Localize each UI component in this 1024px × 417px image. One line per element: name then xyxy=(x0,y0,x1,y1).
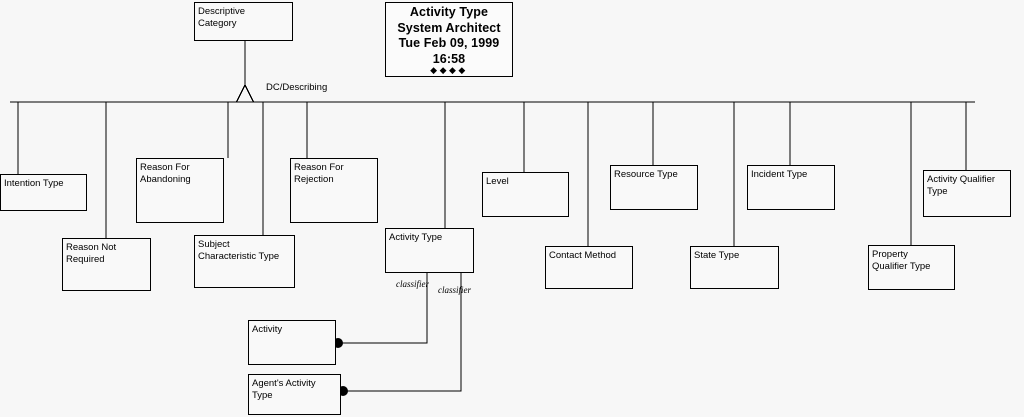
tool-name: System Architect xyxy=(397,20,501,35)
role-label-classifier-agents-activity-type: classifier xyxy=(438,285,471,295)
entity-agents-activity-type[interactable]: Agent's Activity Type xyxy=(248,374,341,415)
diamond-markers: ◆◆◆◆ xyxy=(430,65,468,75)
generalization-label: DC/Describing xyxy=(266,82,328,93)
entity-resource-type[interactable]: Resource Type xyxy=(610,165,698,210)
diagram-time: 16:58 xyxy=(432,51,466,66)
entity-activity-type[interactable]: Activity Type xyxy=(385,228,474,273)
entity-intention-type[interactable]: Intention Type xyxy=(0,174,87,211)
generalization-triangle xyxy=(235,83,255,103)
entity-reason-for-rejection[interactable]: Reason For Rejection xyxy=(290,158,378,223)
entity-activity-qualifier-type[interactable]: Activity Qualifier Type xyxy=(923,170,1011,217)
entity-property-qualifier-type[interactable]: Property Qualifier Type xyxy=(868,245,955,290)
diagram-name: Activity Type xyxy=(409,5,489,19)
entity-activity[interactable]: Activity xyxy=(248,320,336,365)
entity-contact-method[interactable]: Contact Method xyxy=(545,246,633,289)
edge-activity-type-to-activity xyxy=(335,272,428,344)
entity-subject-characteristic-type[interactable]: Subject Characteristic Type xyxy=(194,235,295,288)
entity-reason-not-required[interactable]: Reason Not Required xyxy=(62,238,151,291)
entity-state-type[interactable]: State Type xyxy=(690,246,779,289)
diagram-date: Tue Feb 09, 1999 xyxy=(398,36,500,50)
entity-reason-for-abandoning[interactable]: Reason For Abandoning xyxy=(136,158,224,223)
role-label-classifier-activity: classifier xyxy=(396,279,429,289)
entity-incident-type[interactable]: Incident Type xyxy=(747,165,835,210)
entity-descriptive-category[interactable]: Descriptive Category xyxy=(194,2,293,41)
title-block: Activity Type System Architect Tue Feb 0… xyxy=(385,2,513,77)
edge-activity-type-to-agents-activity-type xyxy=(340,272,462,392)
entity-level[interactable]: Level xyxy=(482,172,569,217)
